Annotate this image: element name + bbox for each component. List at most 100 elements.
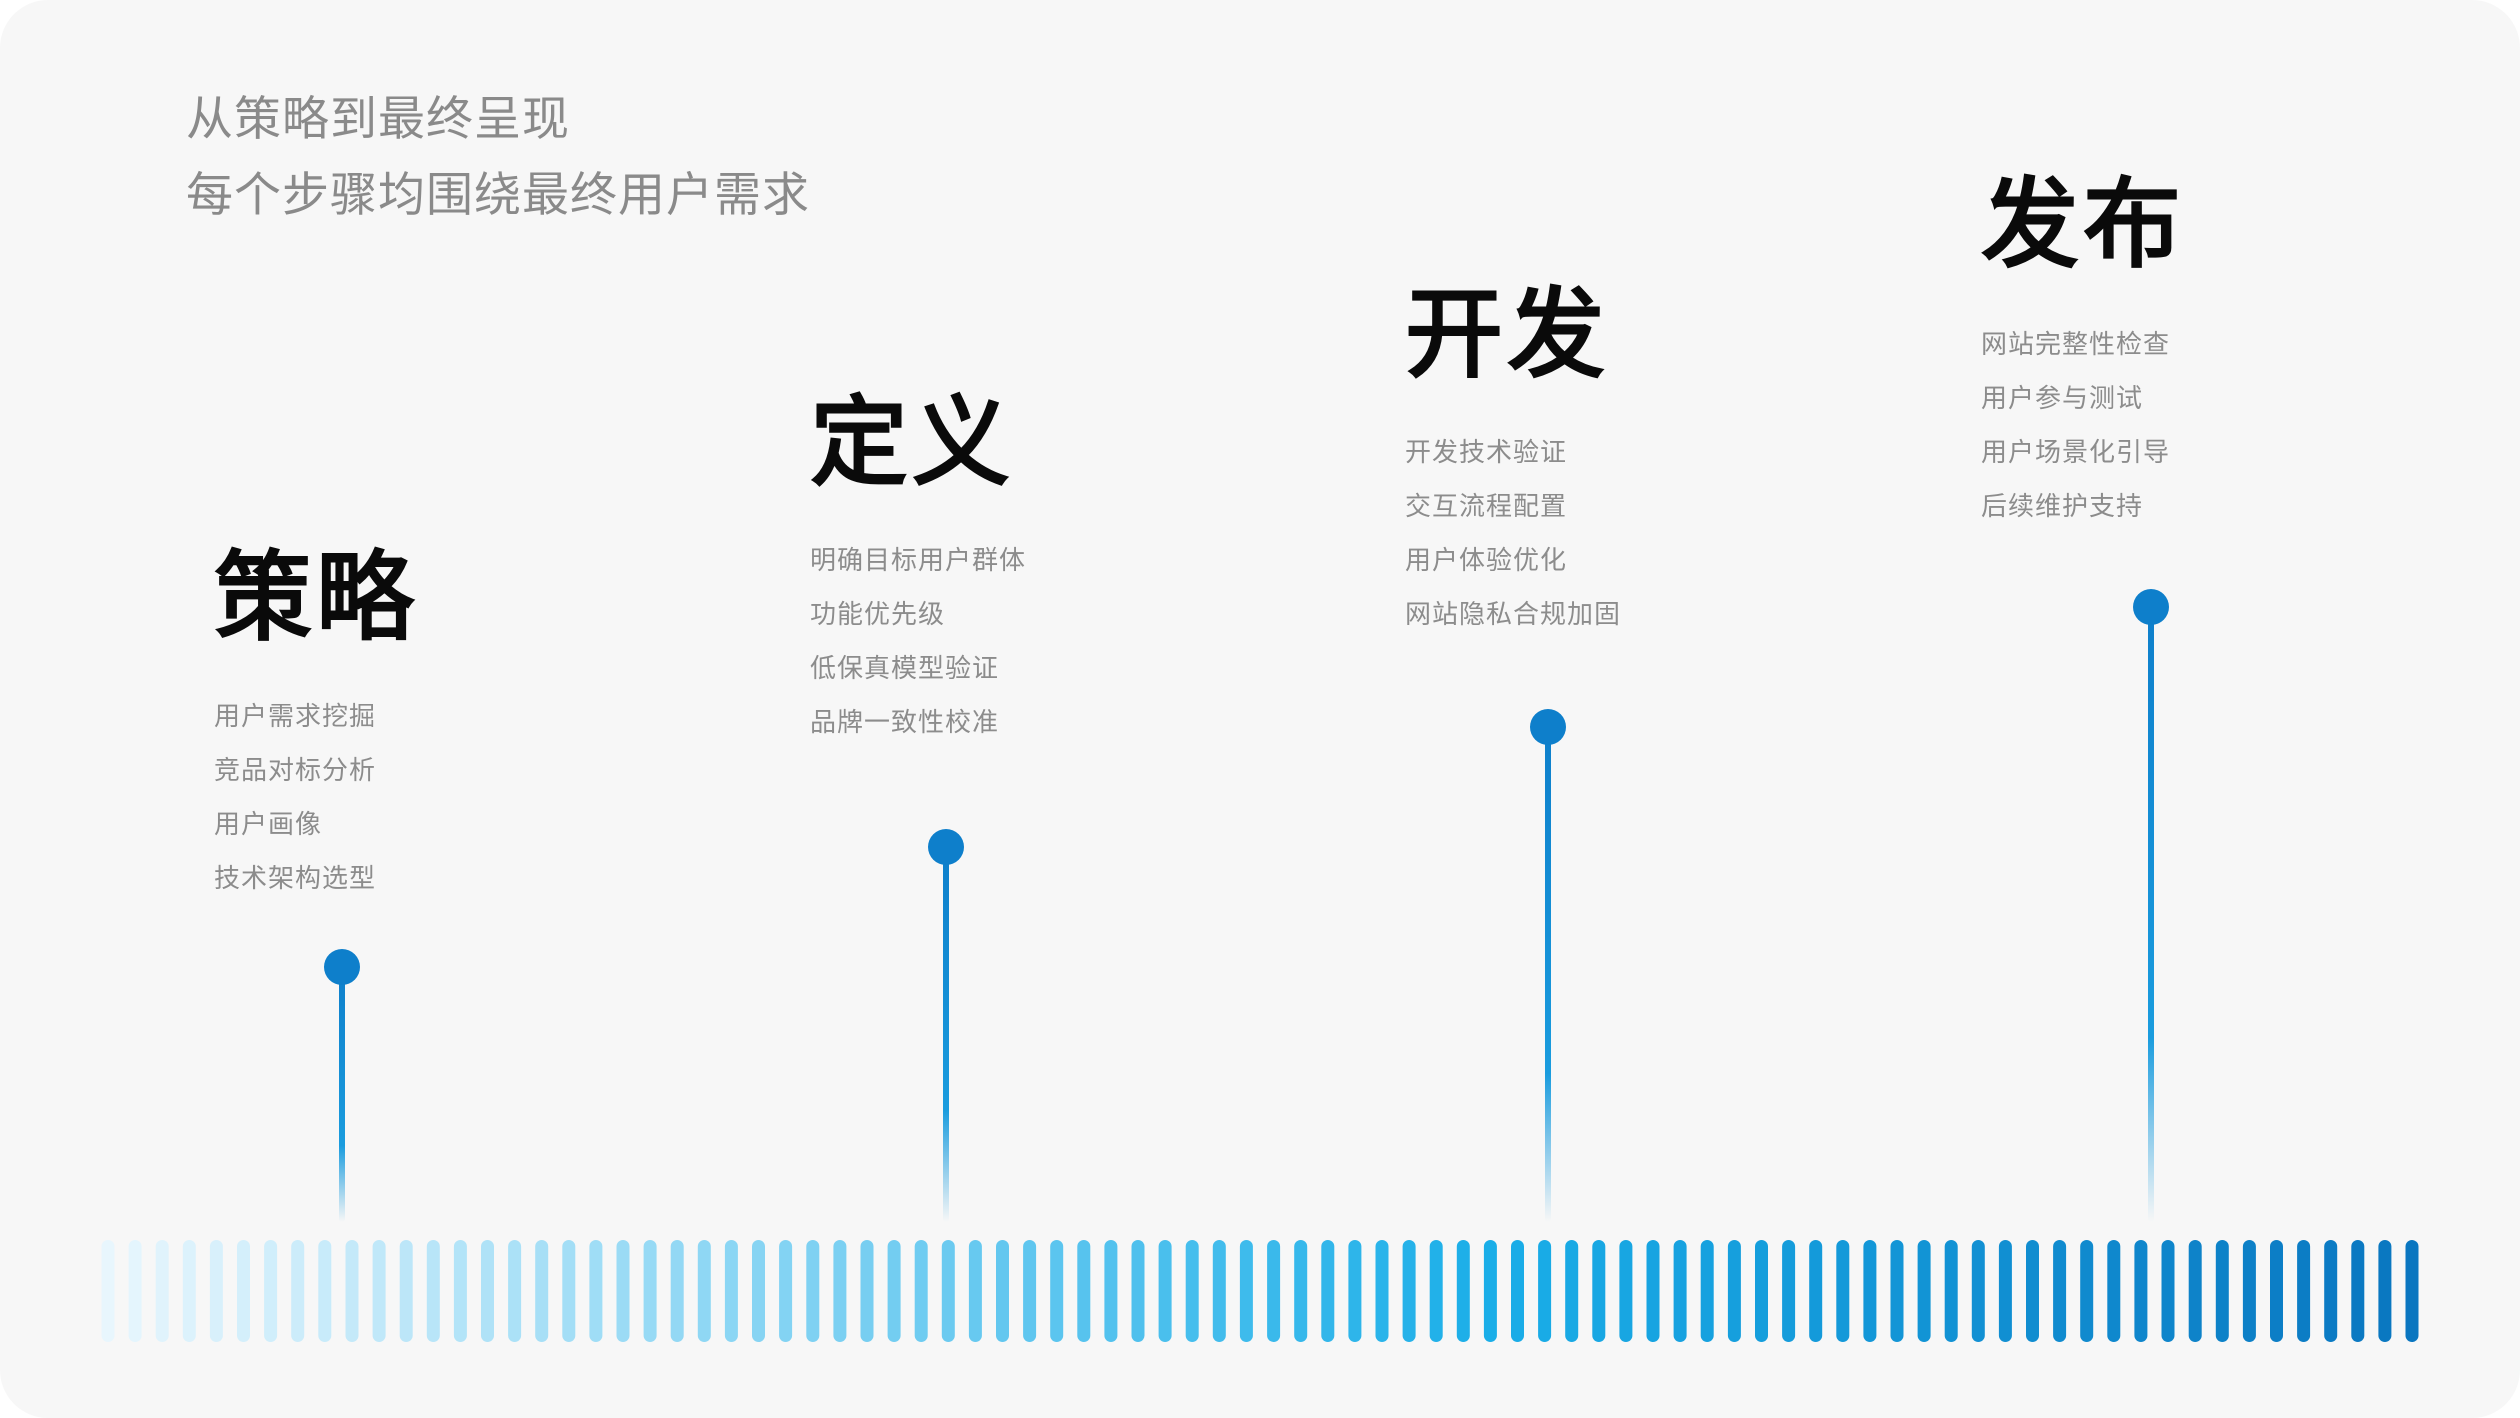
timeline-bar	[1836, 1240, 1850, 1342]
timeline-bar	[1755, 1240, 1768, 1342]
timeline-bar	[2324, 1240, 2338, 1342]
timeline-bar	[968, 1240, 982, 1342]
timeline-bar	[1511, 1240, 1524, 1342]
timeline-bar	[779, 1240, 793, 1342]
stage-list-define: 明确目标用户群体 功能优先级 低保真模型验证 品牌一致性校准	[810, 534, 1026, 750]
timeline-bar	[264, 1240, 278, 1342]
list-item: 用户参与测试	[1981, 384, 2144, 414]
list-item: 网站隐私合规加固	[1405, 600, 1622, 630]
stage-list-develop: 开发技术验证 交互流程配置 用户体验优化 网站隐私合规加固	[1405, 426, 1621, 642]
timeline-bar	[1538, 1240, 1552, 1342]
timeline-bar	[2134, 1240, 2148, 1342]
timeline-bar	[2188, 1240, 2202, 1342]
timeline-bar	[2405, 1240, 2419, 1342]
timeline-bar	[1809, 1240, 1823, 1342]
timeline-bar	[508, 1240, 522, 1342]
timeline-bar	[399, 1240, 413, 1342]
timeline-bar	[2297, 1240, 2311, 1342]
stage-marker-line-strategy	[339, 967, 345, 1222]
intro-line-1: 从策略到最终呈现	[186, 92, 570, 147]
timeline-bar	[643, 1240, 657, 1342]
stage-marker-line-define	[943, 847, 949, 1222]
timeline-bar	[155, 1240, 169, 1342]
timeline-bar	[182, 1240, 196, 1342]
timeline-bar	[589, 1240, 603, 1342]
timeline-bar	[2378, 1240, 2392, 1342]
timeline-bar	[1782, 1240, 1796, 1342]
timeline-bar	[535, 1240, 549, 1342]
list-item: 用户场景化引导	[1981, 438, 2171, 468]
list-item: 功能优先级	[810, 600, 946, 630]
timeline-bar	[101, 1240, 115, 1342]
stage-title-launch: 发布	[1981, 168, 2186, 282]
timeline-bar	[1294, 1240, 1308, 1342]
timeline-bar	[1727, 1240, 1741, 1342]
timeline-bar	[453, 1240, 467, 1342]
timeline-bar	[2270, 1240, 2283, 1342]
timeline-bar	[1700, 1240, 1714, 1342]
timeline-bar	[1565, 1240, 1579, 1342]
timeline-bar	[1402, 1240, 1416, 1342]
timeline-bar	[1673, 1240, 1687, 1342]
timeline-bar	[1863, 1240, 1877, 1342]
list-item: 开发技术验证	[1405, 438, 1568, 468]
timeline-bar	[1239, 1240, 1253, 1342]
list-item: 用户需求挖掘	[214, 702, 377, 732]
list-item: 用户画像	[214, 810, 323, 840]
timeline-bar	[996, 1240, 1009, 1342]
timeline-bar	[1375, 1240, 1389, 1342]
timeline-bar	[833, 1240, 847, 1342]
timeline-bar	[1212, 1240, 1226, 1342]
timeline-bar	[806, 1240, 820, 1342]
timeline-bar	[2026, 1240, 2039, 1342]
timeline-bar	[1944, 1240, 1958, 1342]
timeline-bar	[481, 1240, 494, 1342]
timeline-bar	[670, 1240, 684, 1342]
timeline-bar	[2161, 1240, 2175, 1342]
timeline-bar	[1321, 1240, 1335, 1342]
list-item: 交互流程配置	[1405, 492, 1568, 522]
timeline-bar	[1023, 1240, 1037, 1342]
stage-title-strategy: 策略	[214, 541, 419, 655]
timeline-bar	[1050, 1240, 1064, 1342]
stage-list-strategy: 用户需求挖掘 竞品对标分析 用户画像 技术架构选型	[214, 690, 376, 906]
timeline-bar	[2080, 1240, 2094, 1342]
timeline-bar	[2215, 1240, 2229, 1342]
timeline-bar	[2351, 1240, 2365, 1342]
timeline-bar	[1429, 1240, 1443, 1342]
list-item: 网站完整性检查	[1981, 330, 2171, 360]
stage-marker-dot-develop	[1530, 709, 1566, 745]
timeline-bar	[128, 1240, 142, 1342]
timeline-bar	[1998, 1240, 2012, 1342]
intro-line-2: 每个步骤均围绕最终用户需求	[186, 168, 810, 223]
timeline-bar	[1890, 1240, 1904, 1342]
timeline-bar	[697, 1240, 711, 1342]
timeline-bar	[1348, 1240, 1362, 1342]
stage-title-develop: 开发	[1405, 278, 1610, 392]
timeline-bar	[1592, 1240, 1606, 1342]
timeline-bar	[887, 1240, 901, 1342]
timeline-bar	[860, 1240, 874, 1342]
timeline-bar	[372, 1240, 386, 1342]
list-item: 后续维护支持	[1981, 492, 2144, 522]
stage-marker-line-develop	[1545, 727, 1551, 1222]
timeline-bar	[1131, 1240, 1145, 1342]
timeline-bar	[752, 1240, 765, 1342]
list-item: 低保真模型验证	[810, 654, 1000, 684]
list-item: 竞品对标分析	[214, 756, 377, 786]
timeline-bar	[1971, 1240, 1985, 1342]
stage-marker-line-launch	[2148, 607, 2154, 1222]
timeline-bar	[1077, 1240, 1091, 1342]
list-item: 用户体验优化	[1405, 546, 1568, 576]
timeline-bar	[1267, 1240, 1281, 1342]
timeline-bar	[1185, 1240, 1199, 1342]
timeline-bar	[291, 1240, 305, 1342]
timeline-bar	[1104, 1240, 1118, 1342]
timeline-bar	[318, 1240, 332, 1342]
timeline-bar	[2242, 1240, 2256, 1342]
timeline-bar	[2053, 1240, 2067, 1342]
list-item: 明确目标用户群体	[810, 546, 1027, 576]
stage-marker-dot-define	[928, 829, 964, 865]
list-item: 技术架构选型	[214, 864, 377, 894]
